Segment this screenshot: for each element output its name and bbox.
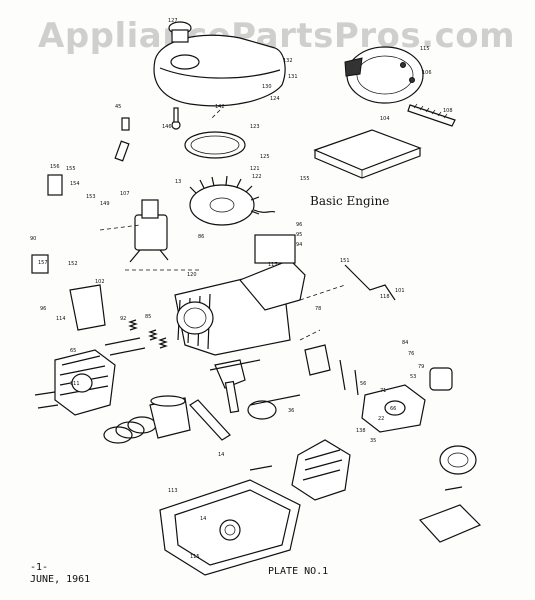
callout-number: 155	[300, 176, 310, 182]
air-filter-element	[313, 129, 422, 179]
publication-date: JUNE, 1961	[30, 574, 91, 585]
callout-number: 96	[296, 222, 302, 228]
callout-number: 45	[115, 104, 121, 110]
callout-number: 86	[198, 234, 204, 240]
callout-number: 152	[68, 261, 78, 267]
small-bracket	[47, 174, 63, 196]
callout-number: 114	[56, 316, 66, 322]
callout-number: 122	[252, 174, 262, 180]
callout-number: 154	[70, 181, 80, 187]
callout-number: 155	[66, 166, 76, 172]
callout-number: 121	[250, 166, 260, 172]
callout-number: 101	[395, 288, 405, 294]
ignition-coil	[129, 199, 169, 263]
callout-number: 85	[145, 314, 151, 320]
callout-number: 22	[378, 416, 384, 422]
callout-number: 14	[218, 452, 224, 458]
callout-number: 149	[100, 201, 110, 207]
callout-number: 115	[190, 554, 200, 560]
callout-number: 130	[262, 84, 272, 90]
crankshaft	[209, 359, 261, 414]
callout-number: 153	[86, 194, 96, 200]
callout-number: 66	[390, 406, 396, 412]
callout-number: 78	[315, 306, 321, 312]
piston	[149, 395, 191, 439]
callout-number: 120	[187, 272, 197, 278]
callout-number: 13	[175, 179, 181, 185]
callout-number: 115	[420, 46, 430, 52]
callout-number: 127	[168, 18, 178, 24]
callout-number: 92	[120, 316, 126, 322]
callout-number: 124	[270, 96, 280, 102]
hardware-screws	[114, 107, 181, 162]
diagram-caption: Basic Engine	[310, 194, 390, 208]
callout-number: 35	[370, 438, 376, 444]
callout-number: 156	[50, 164, 60, 170]
bolts	[34, 337, 463, 491]
mounting-bracket	[69, 284, 106, 331]
callout-number: 107	[120, 191, 130, 197]
valve-springs	[128, 319, 168, 349]
plate-number: PLATE NO.1	[268, 566, 329, 577]
bottom-plate	[418, 504, 482, 543]
callout-number: 132	[283, 58, 293, 64]
callout-number: 142	[215, 104, 225, 110]
callout-number: 94	[296, 242, 302, 248]
callout-number: 79	[418, 364, 424, 370]
callout-number: 113	[168, 488, 178, 494]
callout-number: 84	[402, 340, 408, 346]
callout-number: 36	[288, 408, 294, 414]
governor-linkage	[344, 264, 396, 301]
callout-number: 108	[443, 108, 453, 114]
filter-gasket	[184, 131, 246, 159]
callout-number: 123	[250, 124, 260, 130]
engine-block	[174, 234, 306, 356]
piston-rings	[103, 416, 157, 444]
camshaft	[247, 394, 301, 420]
callout-number: 65	[70, 348, 76, 354]
callout-number: 106	[422, 70, 432, 76]
starter-rope	[407, 104, 456, 127]
crankcase-cover	[159, 479, 301, 576]
callout-number: 56	[360, 381, 366, 387]
callout-number: 102	[95, 279, 105, 285]
callout-number: 138	[356, 428, 366, 434]
callout-number: 96	[40, 306, 46, 312]
connecting-rod	[189, 399, 231, 441]
page-number: -1-	[30, 562, 49, 573]
air-cleaner-housing	[153, 21, 286, 107]
callout-number: 95	[296, 232, 302, 238]
cylinder-head	[54, 349, 116, 416]
callout-number: 151	[340, 258, 350, 264]
callout-number: 118	[380, 294, 390, 300]
carburetor	[361, 367, 477, 475]
callout-number: 111	[70, 381, 80, 387]
callout-number: 146	[162, 124, 172, 130]
callout-number: 14	[200, 516, 206, 522]
muffler	[291, 439, 351, 501]
recoil-starter	[344, 46, 424, 104]
callout-number: 76	[408, 351, 414, 357]
callout-number: 131	[288, 74, 298, 80]
callout-number: 71	[380, 388, 386, 394]
callout-number: 90	[30, 236, 36, 242]
callout-number: 117	[268, 262, 278, 268]
flywheel	[189, 175, 276, 226]
callout-number: 157	[38, 260, 48, 266]
callout-number: 53	[410, 374, 416, 380]
callout-number: 125	[260, 154, 270, 160]
callout-number: 104	[380, 116, 390, 122]
